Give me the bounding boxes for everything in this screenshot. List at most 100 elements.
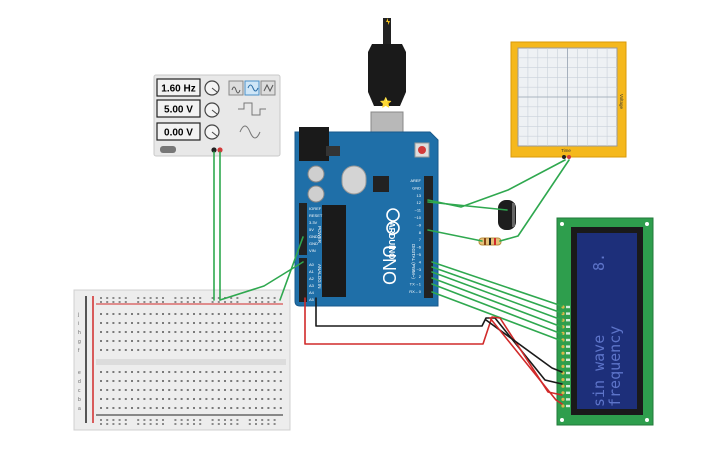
scope-probe-pos[interactable] [567, 155, 571, 159]
wire-lcd-1[interactable] [431, 261, 563, 307]
breadboard-holes [100, 297, 282, 425]
bb-center-channel [96, 359, 286, 365]
wire-gnd-scope[interactable] [427, 159, 566, 208]
wire-lcd-6[interactable] [431, 291, 563, 342]
pin-label: 12 [417, 200, 422, 205]
arduino-logo-right [386, 221, 400, 235]
capacitor-1 [307, 165, 325, 183]
power-jack [299, 127, 329, 161]
lcd-line-2: frequency [606, 326, 624, 407]
capacitor-2 [307, 185, 325, 203]
pin-label: RESET [309, 213, 323, 218]
pin-label: ~3 [416, 267, 421, 272]
amplitude-display [156, 99, 201, 118]
wire-lcd-contrast[interactable] [485, 319, 563, 373]
lcd-16x2[interactable]: sin wave frequency 8. [556, 217, 654, 426]
lightning-icon [386, 18, 390, 25]
svg-text:a: a [78, 406, 81, 412]
usb-chip [373, 176, 389, 192]
pin-label: 3.3V [309, 220, 318, 225]
wires [213, 151, 570, 405]
pin-label: ~10 [414, 215, 422, 220]
frequency-value: 1.60 Hz [161, 84, 195, 95]
analog-label: ANALOG IN [317, 264, 322, 289]
resistor[interactable] [478, 237, 502, 246]
wire-lcd-5[interactable] [431, 283, 563, 335]
atmega-chip [322, 205, 346, 297]
svg-text:c: c [78, 388, 81, 394]
oscilloscope[interactable]: Time Voltage [510, 41, 627, 159]
arduino-uno[interactable]: ⭐ ARDUINO UNO DIGITAL (PWM~) POWER ANALO… [294, 18, 439, 307]
oscilloscope-x-label: Time [561, 148, 571, 153]
square-wave-icon[interactable] [228, 80, 244, 96]
oscilloscope-grid [518, 48, 617, 146]
pin-label: TX→1 [410, 282, 422, 287]
pin-label: A2 [309, 276, 315, 281]
pin-label: 4 [419, 259, 422, 264]
oscilloscope-y-label: Voltage [619, 94, 624, 110]
pin-label: A4 [309, 290, 315, 295]
pin-label: 5V [309, 227, 314, 232]
svg-text:i: i [78, 321, 79, 327]
wire-lcd-2[interactable] [431, 266, 563, 314]
lcd-screen [577, 233, 637, 409]
pin-label: ~9 [416, 222, 421, 227]
function-generator[interactable]: 1.60 Hz 5.00 V 0.00 V [153, 74, 281, 157]
pin-label: A0 [309, 262, 315, 267]
pin-label: ~5 [416, 252, 421, 257]
amplitude-value: 5.00 V [164, 105, 193, 116]
scope-probe-neg[interactable] [562, 155, 566, 159]
reset-button[interactable] [418, 146, 426, 154]
pin-label: GND [309, 234, 318, 239]
svg-text:h: h [78, 330, 81, 336]
wire-gnd-lcd[interactable] [315, 297, 563, 385]
power-switch[interactable] [160, 146, 176, 153]
wire-lcd-backlight[interactable] [489, 317, 563, 405]
svg-text:j: j [77, 312, 79, 318]
wire-pin10-res[interactable] [427, 229, 483, 242]
pin-label: GND [309, 241, 318, 246]
svg-text:f: f [78, 348, 80, 354]
pin-label: A5 [309, 297, 315, 302]
sine-wave-glyph [239, 125, 261, 139]
frequency-display [156, 78, 201, 97]
wire-5v-lcd[interactable] [304, 297, 563, 396]
pin-label: RX←0 [409, 289, 422, 294]
pin-label: GND [412, 185, 421, 190]
wire-lcd-3[interactable] [431, 271, 563, 321]
arduino-brand: ARDUINO [387, 222, 396, 259]
dc-offset-display [156, 122, 201, 141]
lcd-pins [561, 305, 570, 408]
fg-terminal-neg[interactable] [211, 147, 217, 153]
pin-label: 13 [417, 193, 422, 198]
wire-bb-a0[interactable] [219, 261, 304, 301]
power-header [299, 203, 307, 255]
usb-symbol: ⭐ [380, 96, 392, 109]
sine-wave-icon[interactable] [244, 80, 260, 96]
pin-label: 2 [419, 274, 422, 279]
svg-text:d: d [78, 379, 81, 385]
wire-res-scope[interactable] [499, 159, 570, 242]
svg-text:b: b [78, 397, 81, 403]
power-label: POWER [317, 226, 322, 244]
pin-label: ~11 [415, 208, 422, 213]
fg-terminal-pos[interactable] [217, 147, 223, 153]
wire-bb-gnd[interactable] [279, 236, 304, 301]
pin-label: AREF [410, 178, 421, 183]
lcd-value: 8. [590, 253, 608, 271]
digital-header [424, 176, 433, 298]
pin-label: ~6 [416, 245, 421, 250]
arduino-logo-left [386, 208, 400, 222]
wire-lcd-4[interactable] [431, 277, 563, 328]
digital-label: DIGITAL (PWM~) [411, 244, 416, 279]
arduino-model: UNO [379, 245, 399, 285]
svg-text:e: e [78, 370, 81, 376]
pin-label: 7 [419, 237, 422, 242]
electrolytic-capacitor[interactable] [498, 200, 516, 230]
wire-gnd-cap[interactable] [427, 201, 508, 211]
pin-label: VIN [309, 248, 316, 253]
crystal [341, 165, 367, 195]
breadboard[interactable]: j i h g f e d c b a [73, 289, 291, 431]
